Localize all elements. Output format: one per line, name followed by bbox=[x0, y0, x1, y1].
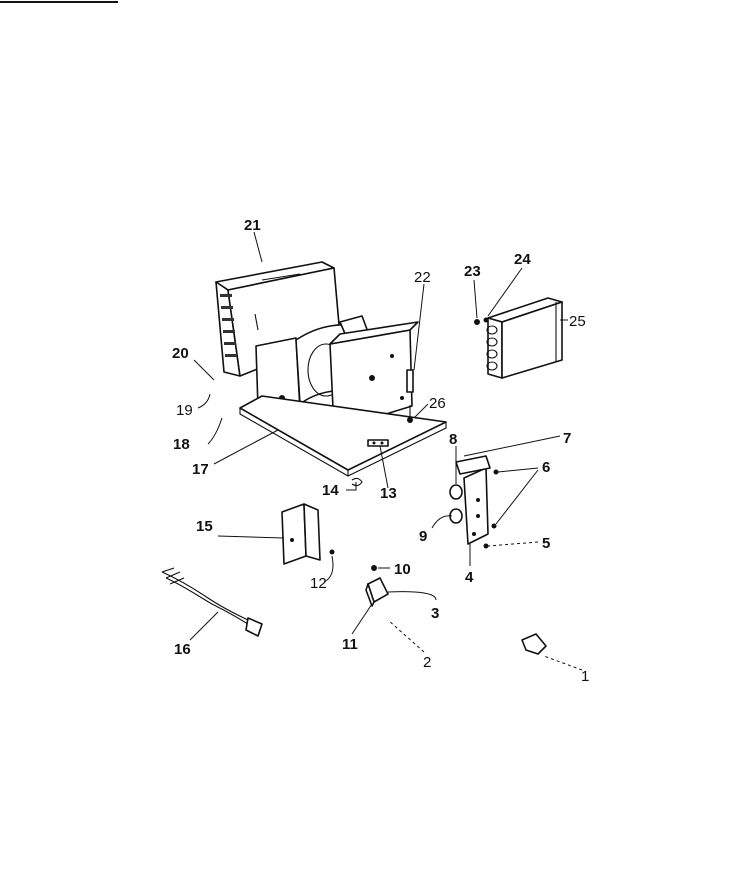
switch-3 bbox=[365, 565, 389, 607]
screw-6a bbox=[493, 469, 499, 475]
label-part-21: 21 bbox=[244, 217, 261, 234]
clip-14 bbox=[351, 477, 363, 487]
label-part-9: 9 bbox=[419, 528, 427, 545]
label-part-5: 5 bbox=[542, 535, 550, 552]
screw-23 bbox=[474, 319, 480, 325]
evaporator-coil bbox=[486, 297, 563, 379]
screw-24 bbox=[483, 317, 489, 323]
label-part-25: 25 bbox=[569, 313, 586, 330]
label-part-1: 1 bbox=[581, 668, 589, 685]
control-knob-8 bbox=[449, 484, 463, 500]
power-cord bbox=[161, 567, 263, 637]
label-part-14: 14 bbox=[322, 482, 339, 499]
label-part-8: 8 bbox=[449, 431, 457, 448]
screw-5 bbox=[483, 543, 489, 549]
part-labels: 1 2 3 4 5 6 7 8 9 10 11 12 13 14 15 16 1… bbox=[172, 217, 589, 685]
base-bracket bbox=[367, 439, 389, 447]
bracket-15 bbox=[281, 503, 321, 565]
label-part-3: 3 bbox=[431, 605, 439, 622]
label-part-12: 12 bbox=[310, 575, 327, 592]
base-pan bbox=[239, 395, 447, 477]
label-part-22: 22 bbox=[414, 269, 431, 286]
leader-lines bbox=[189, 231, 583, 671]
label-part-15: 15 bbox=[196, 518, 213, 535]
label-part-4: 4 bbox=[465, 569, 474, 586]
label-part-23: 23 bbox=[464, 263, 481, 280]
label-part-16: 16 bbox=[174, 641, 191, 658]
label-part-6: 6 bbox=[542, 459, 550, 476]
partition-panel bbox=[329, 321, 419, 431]
label-part-17: 17 bbox=[192, 461, 209, 478]
mounting-screw-26 bbox=[407, 405, 413, 423]
screw-12 bbox=[329, 549, 335, 555]
label-part-2: 2 bbox=[423, 654, 431, 671]
screw-6b bbox=[491, 523, 497, 529]
control-bracket bbox=[455, 455, 491, 545]
label-part-24: 24 bbox=[514, 251, 531, 268]
label-part-19: 19 bbox=[176, 402, 193, 419]
label-part-11: 11 bbox=[342, 636, 358, 653]
label-part-26: 26 bbox=[429, 395, 446, 412]
clip-1 bbox=[521, 633, 547, 655]
label-part-10: 10 bbox=[394, 561, 411, 578]
label-part-13: 13 bbox=[380, 485, 397, 502]
label-part-18: 18 bbox=[173, 436, 190, 453]
label-part-20: 20 bbox=[172, 345, 189, 362]
label-part-7: 7 bbox=[563, 430, 571, 447]
